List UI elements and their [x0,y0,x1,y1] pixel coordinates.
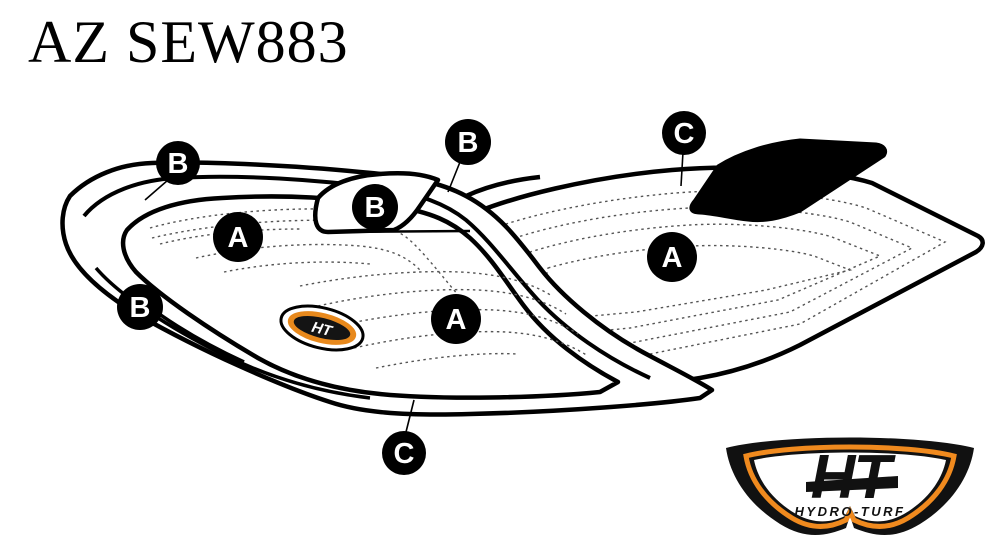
callout-badge-letter: B [458,127,479,159]
callout-badge-letter: A [446,304,467,336]
callout-badge-a-rear[interactable]: A [647,232,697,282]
callout-badge-disc [662,111,706,155]
callout-badge-disc [156,141,200,185]
rear-traction-mat [689,138,888,223]
logo-accent-swoosh [743,444,957,529]
callout-badge-letter: B [130,292,151,324]
callout-badge-letter: B [168,148,189,180]
callout-leader-lines [144,151,684,433]
callout-badge-disc [117,284,163,330]
page-title: AZ SEW883 [28,9,349,75]
callout-badge-letter: B [365,192,386,224]
callout-badge-c-top-right[interactable]: C [662,111,706,155]
callout-badge-disc [382,431,426,475]
callout-badge-disc [431,294,481,344]
seat-ht-emblem: HT [279,304,365,352]
front-piece-right-edge [465,174,541,199]
hydro-turf-logo: HT HYDRO-TURF [726,437,974,535]
leader-line-c-top-right [680,151,684,187]
callout-badge-disc [213,212,263,262]
callout-badge-disc [647,232,697,282]
callout-badge-b-mid-top[interactable]: B [445,119,491,165]
logo-wordmark-text: HYDRO-TURF [795,504,906,519]
logo-mark-crossbar [806,476,898,492]
callout-badge-c-bottom[interactable]: C [382,431,426,475]
callout-badge-letter: C [394,438,415,470]
callout-badge-group: B A B B C A B A C [117,111,706,475]
callout-badge-letter: C [674,118,695,150]
callout-badge-letter: A [228,222,249,254]
seat-emblem-field [293,316,351,340]
callout-badge-disc [445,119,491,165]
leader-line-b-front-top [144,179,169,201]
callout-badge-a-front-top[interactable]: A [213,212,263,262]
callout-badge-disc [352,184,398,230]
callout-badge-letter: A [662,242,683,274]
leader-line-c-bottom [405,399,415,433]
seat-emblem-label: HT [310,319,335,341]
callout-badge-a-mid[interactable]: A [431,294,481,344]
callout-badge-b-mid-low[interactable]: B [352,184,398,230]
front-bolster-base-line [325,229,471,234]
callout-badge-b-front-low[interactable]: B [117,284,163,330]
leader-line-b-mid-top [447,161,461,193]
callout-badge-b-front-top[interactable]: B [156,141,200,185]
centre-panel-stitching [299,270,589,369]
